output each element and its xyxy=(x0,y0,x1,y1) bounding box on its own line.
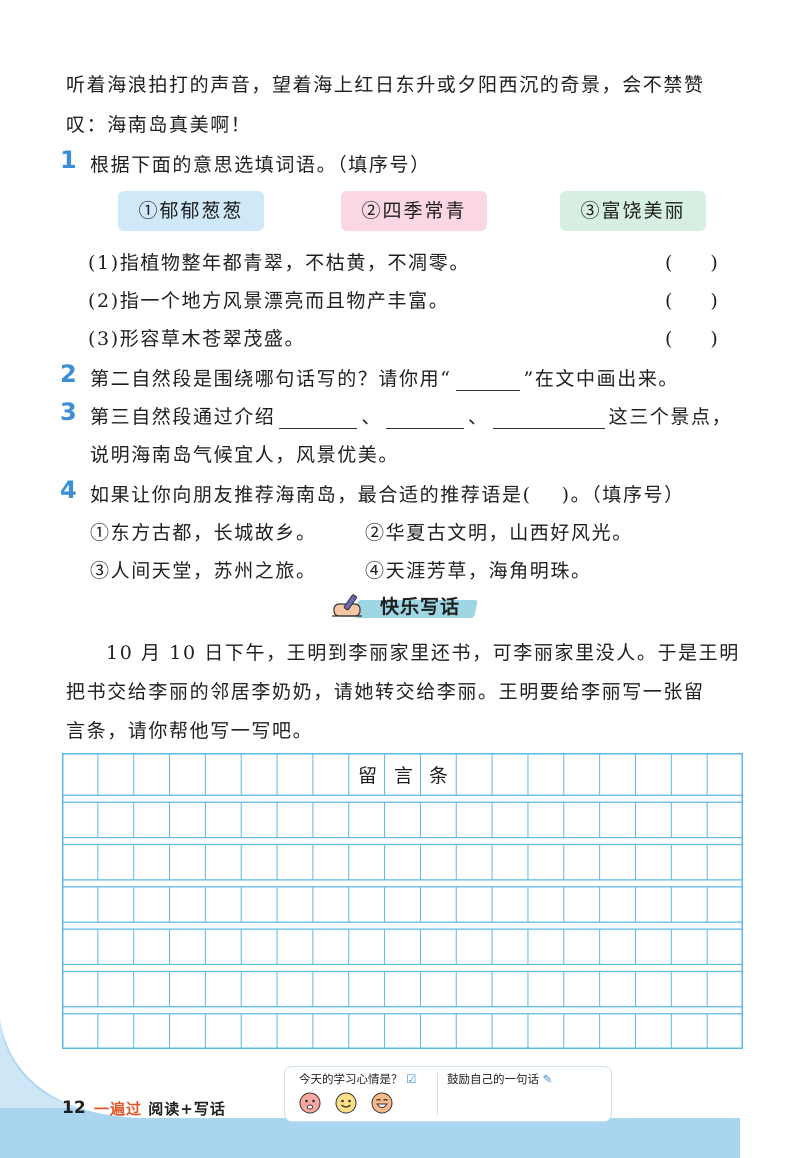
mood-question-text: 今天的学习心情是？ xyxy=(299,1072,403,1086)
question-1-prompt: 根据下面的意思选填词语。（填序号） xyxy=(90,154,431,176)
option-pill-3: ③富饶美丽 xyxy=(560,191,706,231)
q1-answer-blank-1[interactable]: ( ) xyxy=(665,252,718,274)
mood-card: 今天的学习心情是？ ☑ 鼓励自己的一句话 ✎ xyxy=(284,1066,612,1122)
section-title: 快乐写话 xyxy=(320,590,480,624)
question-1-number: 1 xyxy=(60,146,77,174)
writing-prompt-line-3: 言条，请你帮他写一写吧。 xyxy=(66,720,314,742)
option-pill-1: ①郁郁葱葱 xyxy=(118,191,264,231)
laugh-face-icon[interactable] xyxy=(371,1092,393,1114)
writing-prompt-line-1: 10 月 10 日下午，王明到李丽家里还书，可李丽家里没人。于是王明 xyxy=(106,642,740,664)
q1-item-2: (2)指一个地方风景漂亮而且物产丰富。 xyxy=(88,290,450,312)
q4-option-3: ③人间天堂，苏州之旅。 xyxy=(90,560,317,582)
checkbox-icon: ☑ xyxy=(406,1072,417,1086)
grid-title-char-1: 留 xyxy=(358,765,378,787)
book-title: 一遍过 阅读+写话 xyxy=(94,1098,226,1119)
q4-option-1: ①东方古都，长城故乡。 xyxy=(90,522,317,544)
mood-card-divider xyxy=(437,1073,438,1115)
question-4-number: 4 xyxy=(60,476,77,504)
cry-face-icon[interactable] xyxy=(299,1092,321,1114)
question-3-number: 3 xyxy=(60,398,77,426)
writing-hand-icon xyxy=(332,594,362,617)
question-3-line-2: 说明海南岛气候宜人，风景优美。 xyxy=(90,444,400,466)
q3-blank-2[interactable] xyxy=(386,410,465,429)
q3-sep-1: 、 xyxy=(361,406,383,428)
question-4-text: 如果让你向朋友推荐海南岛，最合适的推荐语是( )。（填序号） xyxy=(90,480,685,507)
question-3-text: 第三自然段通过介绍 、 、 这三个景点， xyxy=(90,402,732,429)
option-pill-2-label: ②四季常青 xyxy=(361,200,467,222)
q2-text-b: ”在文中画出来。 xyxy=(523,368,680,390)
q1-answer-blank-3[interactable]: ( ) xyxy=(665,328,718,350)
q4-option-2: ②华夏古文明，山西好风光。 xyxy=(365,522,633,544)
q4-text-b: )。（填序号） xyxy=(561,484,685,506)
book-title-accent: 一遍过 xyxy=(94,1100,143,1118)
q3-text-a: 第三自然段通过介绍 xyxy=(90,406,276,428)
q3-blank-1[interactable] xyxy=(279,410,358,429)
q2-text-a: 第二自然段是围绕哪句话写的？请你用“ xyxy=(90,368,452,390)
q4-option-4: ④天涯芳草，海角明珠。 xyxy=(365,560,592,582)
footer-band xyxy=(0,1020,740,1158)
grid-title-char-2: 言 xyxy=(394,765,414,787)
q1-item-3: (3)形容草木苍翠茂盛。 xyxy=(88,328,306,350)
writing-grid[interactable]: 留 言 条 xyxy=(62,753,743,1049)
smile-face-icon[interactable] xyxy=(335,1092,357,1114)
q1-item-1: (1)指植物整年都青翠，不枯黄，不凋零。 xyxy=(88,252,470,274)
option-pill-1-label: ①郁郁葱葱 xyxy=(138,200,244,222)
writing-grid-lines xyxy=(62,753,743,1049)
q4-text-a: 如果让你向朋友推荐海南岛，最合适的推荐语是( xyxy=(90,484,532,506)
intro-line-2: 叹：海南岛真美啊！ xyxy=(66,114,252,136)
q3-blank-3[interactable] xyxy=(492,410,605,429)
page-number: 12 xyxy=(62,1098,86,1118)
cheer-prompt: 鼓励自己的一句话 ✎ xyxy=(447,1071,552,1087)
section-title-text: 快乐写话 xyxy=(380,596,461,618)
option-pill-3-label: ③富饶美丽 xyxy=(580,200,686,222)
writing-prompt-line-2: 把书交给李丽的邻居李奶奶，请她转交给李丽。王明要给李丽写一张留 xyxy=(66,681,705,703)
question-2-number: 2 xyxy=(60,360,77,388)
mood-question: 今天的学习心情是？ ☑ xyxy=(299,1071,416,1087)
q3-sep-2: 、 xyxy=(468,406,489,428)
q3-text-b: 这三个景点， xyxy=(608,406,733,428)
book-title-rest: 阅读+写话 xyxy=(148,1100,226,1118)
intro-line-1: 听着海浪拍打的声音，望着海上红日东升或夕阳西沉的奇景，会不禁赞 xyxy=(66,74,705,96)
question-2-text: 第二自然段是围绕哪句话写的？请你用“ ”在文中画出来。 xyxy=(90,364,679,391)
option-pill-2: ②四季常青 xyxy=(341,191,487,231)
cheer-prompt-text: 鼓励自己的一句话 xyxy=(447,1072,539,1086)
q2-underline-sample xyxy=(455,372,520,391)
q1-answer-blank-2[interactable]: ( ) xyxy=(665,290,718,312)
pencil-icon: ✎ xyxy=(542,1072,553,1086)
grid-title-char-3: 条 xyxy=(429,765,449,787)
